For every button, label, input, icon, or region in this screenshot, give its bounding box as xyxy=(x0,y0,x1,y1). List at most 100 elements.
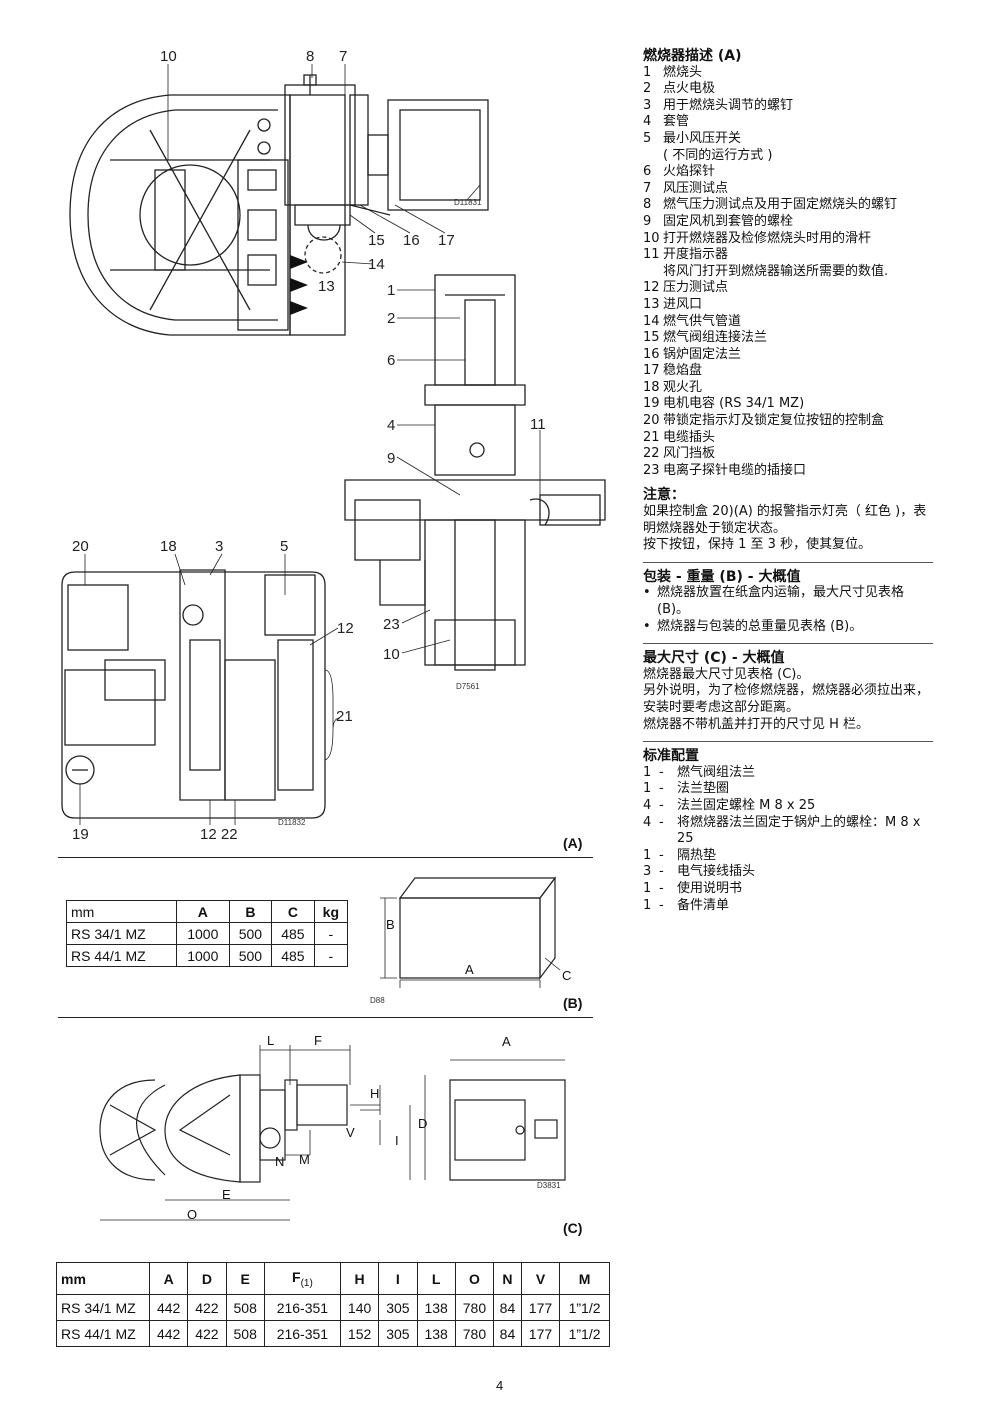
dim-l: L xyxy=(267,1033,275,1048)
callout-18: 18 xyxy=(160,538,177,555)
item-text: 压力测试点 xyxy=(663,280,729,296)
callout-7: 7 xyxy=(339,48,348,65)
dim-v: V xyxy=(346,1125,355,1140)
list-item: 3 用于燃烧头调节的螺钉 xyxy=(643,98,933,115)
item-text: 电气接线插头 xyxy=(677,864,756,880)
table-cell: 305 xyxy=(378,1320,418,1347)
air-arrow-2 xyxy=(290,278,308,292)
callout-20: 20 xyxy=(72,538,89,555)
table-cell: - xyxy=(313,922,349,945)
item-text: 法兰垫圈 xyxy=(677,781,730,797)
item-text: 燃气压力测试点及用于固定燃烧头的螺钉 xyxy=(663,197,898,213)
table-row: RS 34/1 MZ 1000 500 485 - xyxy=(66,922,349,945)
item-qty: 4 xyxy=(643,797,652,813)
table-cell: RS 34/1 MZ xyxy=(56,1294,150,1321)
item-text: 将燃烧器法兰固定于锅炉上的螺栓：M 8 x 25 xyxy=(677,814,921,847)
table-row: RS 44/1 MZ 1000 500 485 - xyxy=(66,944,349,967)
item-number: 7 xyxy=(643,180,652,196)
table-cell: 305 xyxy=(378,1294,418,1321)
divider-a xyxy=(58,857,593,858)
callout-14: 14 xyxy=(368,256,385,273)
item-text: 用于燃烧头调节的螺钉 xyxy=(663,97,794,113)
item-number: 3 xyxy=(643,97,652,113)
item-number: 8 xyxy=(643,197,652,213)
table-b-header-cell: A xyxy=(175,900,230,923)
item-text: 使用说明书 xyxy=(677,880,743,896)
drawing-code-section: D7561 xyxy=(456,682,480,691)
item-text: 电离子探针电缆的插接口 xyxy=(663,462,807,478)
table-cell: 508 xyxy=(225,1294,265,1321)
callout-6: 6 xyxy=(387,352,396,369)
table-c-header-cell: I xyxy=(378,1262,418,1295)
list-item: •燃烧器放置在纸盒内运输，最大尺寸见表格 (B)。 xyxy=(643,585,933,618)
item-number: 23 xyxy=(643,462,660,478)
item-number: 18 xyxy=(643,379,660,395)
item-qty: 1 xyxy=(643,781,652,797)
table-row: RS 34/1 MZ 442 422 508 216-351 140 305 1… xyxy=(56,1294,610,1321)
standard-equipment-list: 1-燃气阀组法兰 1-法兰垫圈 4-法兰固定螺栓 M 8 x 25 4-将燃烧器… xyxy=(643,765,933,914)
dash: - xyxy=(659,781,664,797)
list-item: 8 燃气压力测试点及用于固定燃烧头的螺钉 xyxy=(643,197,933,214)
air-arrow-1 xyxy=(290,255,308,269)
list-item: ( 不同的运行方式 ) xyxy=(643,148,933,165)
item-text: ( 不同的运行方式 ) xyxy=(663,147,773,163)
list-item: 1-法兰垫圈 xyxy=(643,781,933,798)
list-item: 1-隔热垫 xyxy=(643,848,933,865)
table-c: mm A D E F(1) H I L O N V M RS 34/1 MZ 4… xyxy=(56,1262,610,1347)
item-text: 进风口 xyxy=(663,296,703,312)
item-qty: 1 xyxy=(643,764,652,780)
dim-i: I xyxy=(395,1133,399,1148)
packaging-list: •燃烧器放置在纸盒内运输，最大尺寸见表格 (B)。 •燃烧器与包装的总重量见表格… xyxy=(643,585,933,635)
item-qty: 1 xyxy=(643,897,652,913)
burner-drawings xyxy=(61,64,606,825)
table-cell: 422 xyxy=(187,1294,227,1321)
note-title: 注意： xyxy=(643,487,685,504)
item-text: 带锁定指示灯及锁定复位按钮的控制盒 xyxy=(663,413,885,429)
callout-3: 3 xyxy=(215,538,224,555)
list-item: 1-备件清单 xyxy=(643,898,933,915)
note-text-2: 按下按钮，保持 1 至 3 秒，使其复位。 xyxy=(643,537,872,553)
callout-13: 13 xyxy=(318,278,335,295)
item-text: 火焰探针 xyxy=(663,164,716,180)
item-text: 稳焰盘 xyxy=(663,363,703,379)
item-number: 21 xyxy=(643,429,660,445)
air-arrow-3 xyxy=(290,301,308,315)
item-text: 电机电容 (RS 34/1 MZ) xyxy=(663,396,805,412)
table-b-header-cell: C xyxy=(271,900,315,923)
standard-equipment-title: 标准配置 xyxy=(643,748,699,765)
figure-label-a: (A) xyxy=(563,835,583,851)
callout-1: 1 xyxy=(387,282,396,299)
dash: - xyxy=(659,797,664,813)
item-number: 11 xyxy=(643,247,660,263)
dimensions-text-3: 燃烧器不带机盖并打开的尺寸见 H 栏。 xyxy=(643,716,870,732)
drawing-code-front: D11832 xyxy=(278,818,306,827)
table-cell: RS 44/1 MZ xyxy=(66,944,177,967)
item-text: 最小风压开关 xyxy=(663,130,742,146)
dim-e: E xyxy=(222,1187,231,1202)
callout-10b: 10 xyxy=(383,646,400,663)
list-item: •燃烧器与包装的总重量见表格 (B)。 xyxy=(643,619,933,636)
dimensions-title: 最大尺寸 (C) - 大概值 xyxy=(643,650,785,667)
table-cell: 1”1/2 xyxy=(559,1320,610,1347)
item-number: 5 xyxy=(643,130,652,146)
callout-9: 9 xyxy=(387,450,396,467)
list-item: 5 最小风压开关 xyxy=(643,131,933,148)
description-title: 燃烧器描述 (A) xyxy=(643,48,742,64)
table-cell: 216-351 xyxy=(263,1294,341,1321)
table-cell: 138 xyxy=(416,1320,456,1347)
dash: - xyxy=(659,897,664,913)
item-qty: 3 xyxy=(643,864,652,880)
callout-21: 21 xyxy=(336,708,353,725)
section-divider xyxy=(643,643,933,645)
